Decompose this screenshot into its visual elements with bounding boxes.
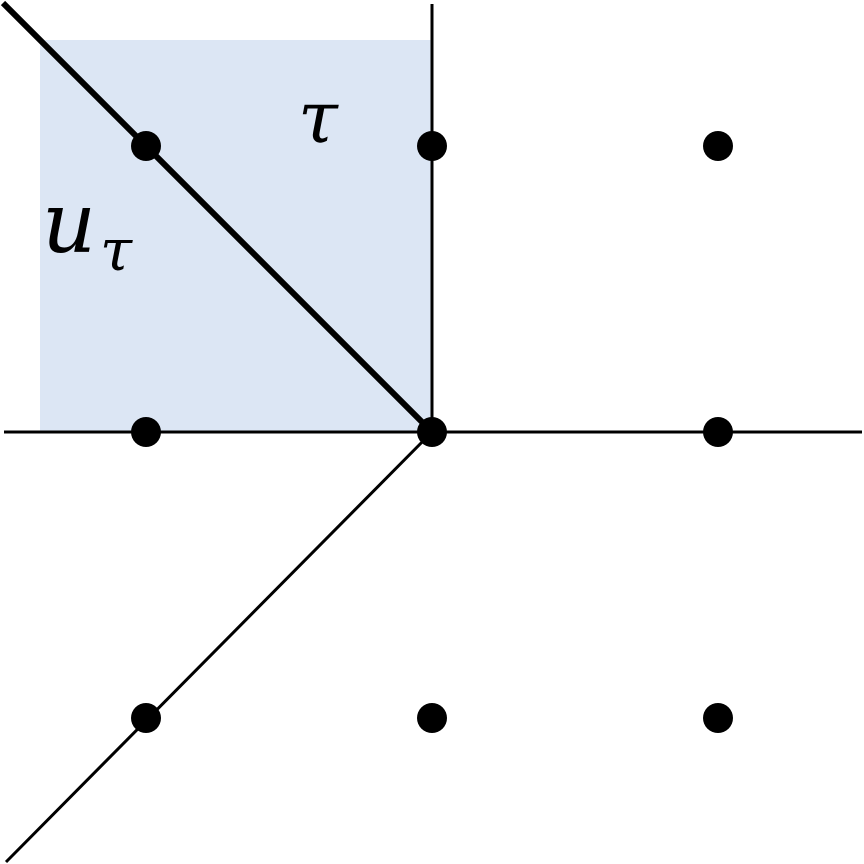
- lattice-point: [417, 131, 447, 161]
- lattice-points-group: [131, 131, 733, 733]
- label-u-tau: u: [42, 174, 96, 272]
- lattice-point: [703, 417, 733, 447]
- lattice-point: [703, 703, 733, 733]
- line-u-tau: [0, 0, 435, 435]
- lattice-point: [417, 417, 447, 447]
- lattice-point: [417, 703, 447, 733]
- label-u-tau-subscript: τ: [100, 216, 133, 284]
- lattice-point: [131, 703, 161, 733]
- label-tau: τ: [298, 75, 339, 159]
- lattice-point: [131, 417, 161, 447]
- lattice-point: [131, 131, 161, 161]
- ray-lower-left: [4, 430, 434, 864]
- lattice-point: [703, 131, 733, 161]
